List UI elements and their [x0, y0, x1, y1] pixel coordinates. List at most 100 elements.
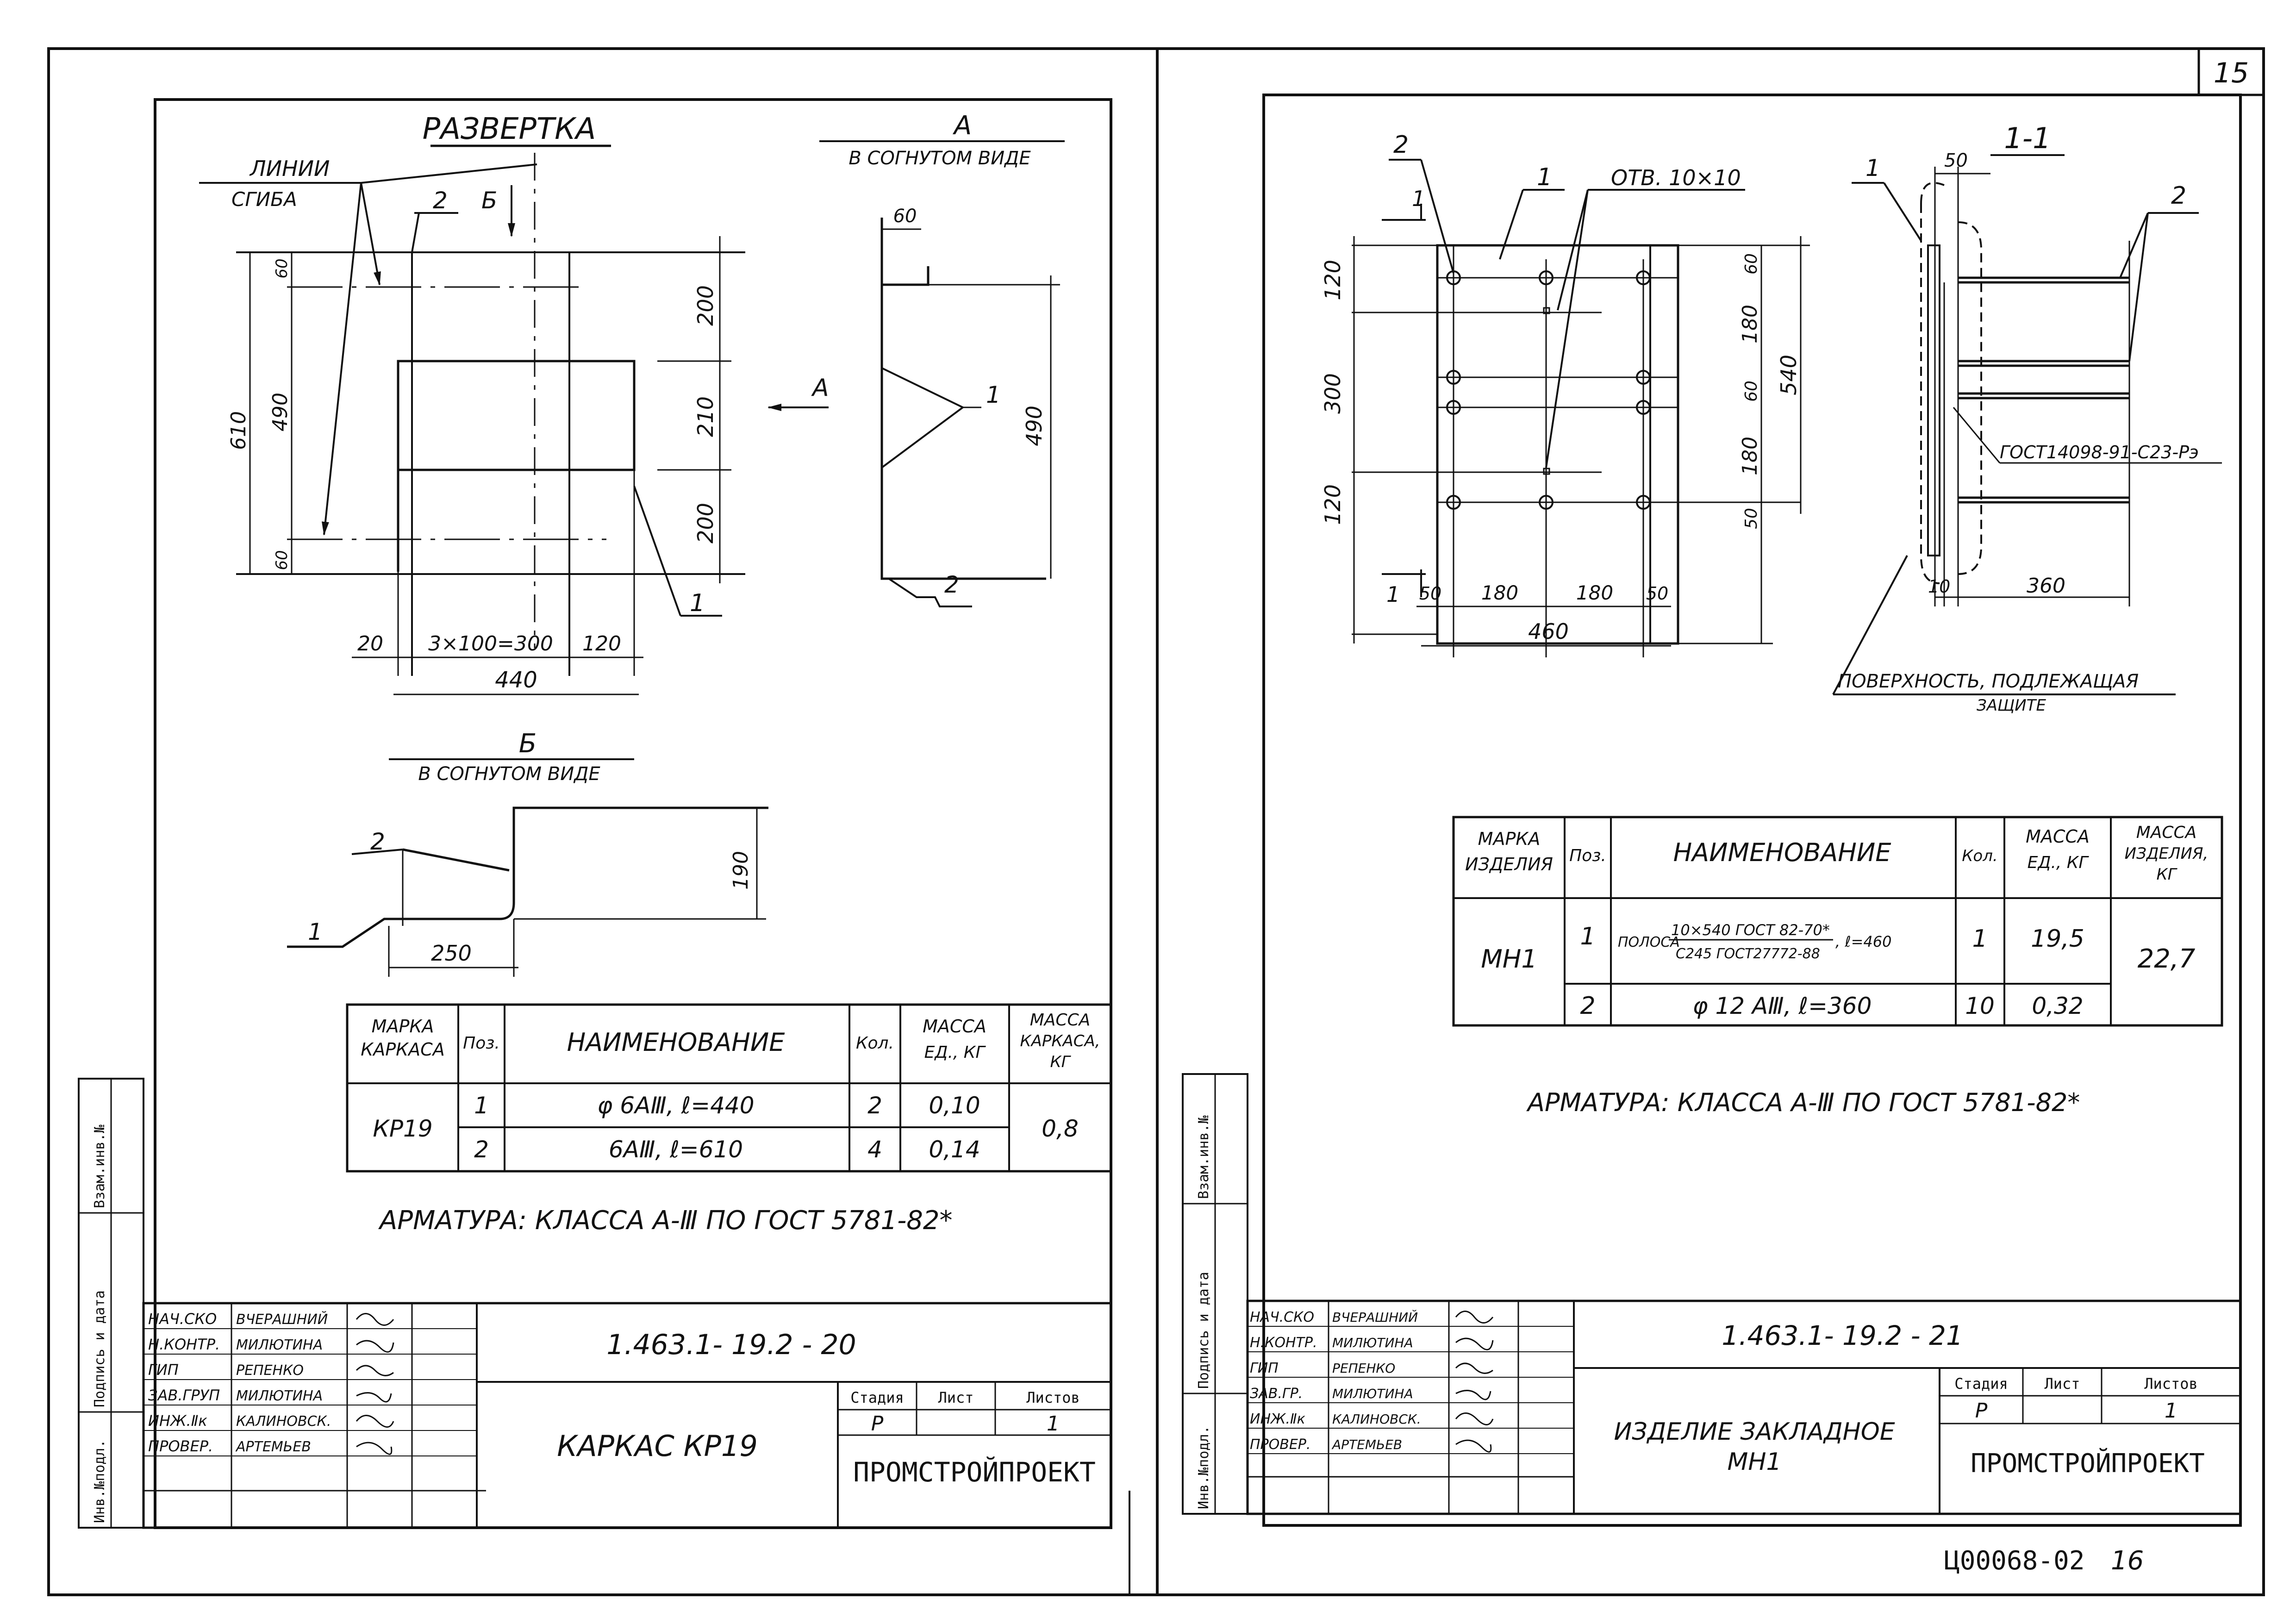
right-stamp-name-0: ВЧЕРАШНИЙ: [1332, 1309, 1418, 1325]
sec-pos1-label: 1: [1866, 155, 1880, 181]
gost-weld-label: ГОСТ14098-91-С23-Рэ: [2000, 442, 2199, 462]
right-row1-mass: 19,5: [2031, 925, 2084, 953]
bend-lines-label: ЛИНИИ: [249, 156, 330, 181]
left-spec-table: МАРКА КАРКАСА Поз. НАИМЕНОВАНИЕ Кол. МАС…: [346, 1003, 1112, 1173]
cut-marker-bottom: 1: [1386, 582, 1400, 607]
plate-holes: [1446, 270, 1651, 510]
left-title-block: НАЧ.СКО Н.КОНТР. ГИП ЗАВ.ГРУП ИНЖ.Ⅱк ПРО…: [142, 1302, 1112, 1529]
razv-pos1-label: 1: [690, 589, 705, 617]
right-stamp-role-3: ЗАВ.ГР.: [1250, 1386, 1303, 1402]
left-stamp-sheets: 1: [1047, 1412, 1060, 1436]
page-number: 15: [2214, 57, 2249, 89]
left-row2-pos: 2: [474, 1136, 489, 1163]
left-side-strip: Инв.№подл. Подпись и дата Взам.инв.№: [78, 1078, 144, 1529]
dim-490: 490: [268, 393, 292, 431]
right-th-massi3: КГ: [2156, 865, 2177, 884]
dim-60-bottom: 60: [273, 550, 291, 570]
a-dim-60: 60: [893, 206, 917, 227]
b-pos1-label: 1: [308, 918, 323, 945]
left-row1-mass: 0,10: [929, 1092, 980, 1119]
a-pos1-label: 1: [986, 381, 1001, 408]
plan-dim-120b: 120: [1320, 484, 1345, 525]
dim-20: 20: [357, 632, 383, 656]
plan-dim-460: 460: [1528, 619, 1569, 644]
dim-200-bottom: 200: [693, 503, 718, 543]
section-a-caption: В СОГНУТОМ ВИДЕ: [849, 148, 1031, 169]
footer-code: Ц00068-02: [1944, 1546, 2084, 1576]
right-th-pos: Поз.: [1569, 846, 1606, 865]
dim-610: 610: [227, 411, 250, 450]
left-side-vzam: Взам.инв.№: [92, 1124, 108, 1208]
right-mark-mn1: МН1: [1481, 944, 1537, 974]
right-stamp-name-3: МИЛЮТИНА: [1332, 1386, 1413, 1401]
left-stamp-name-3: МИЛЮТИНА: [236, 1388, 323, 1404]
left-th-massk: МАССА: [1030, 1011, 1091, 1030]
right-stamp-role-4: ИНЖ.Ⅱк: [1250, 1411, 1305, 1427]
left-stamp-role-1: Н.КОНТР.: [148, 1336, 220, 1353]
plan-pos1-label: 1: [1537, 163, 1552, 191]
holes-label: ОТВ. 10×10: [1611, 165, 1741, 190]
section-1-1-title: 1-1: [2004, 121, 2051, 155]
b-dim-190: 190: [729, 851, 753, 890]
left-stamp-role-0: НАЧ.СКО: [148, 1310, 217, 1328]
section-a-arrow-label: А: [811, 374, 829, 402]
left-stamp-name-1: МИЛЮТИНА: [236, 1337, 323, 1353]
left-stamp-title: КАРКАС КР19: [557, 1429, 758, 1463]
right-row1-name-a: ПОЛОСА: [1618, 934, 1680, 950]
left-sheet: РАЗВЕРТКА ЛИНИИ СГИБА 2 Б 1: [78, 98, 1112, 1529]
right-stamp-code: 1.463.1- 19.2 - 21: [1722, 1320, 1963, 1351]
razv-pos2-label: 2: [433, 187, 448, 214]
right-sheet: 2 1 ОТВ. 10×10 1 1: [1182, 94, 2242, 1576]
right-side-sign: Подпись и дата: [1196, 1272, 1212, 1389]
right-stamp-stage: Р: [1975, 1399, 1988, 1423]
right-th-massi2: ИЗДЕЛИЯ,: [2125, 844, 2209, 863]
dim-120: 120: [582, 632, 621, 656]
right-side-inv: Инв.№подл.: [1196, 1425, 1212, 1509]
left-stamp-org: ПРОМСТРОЙПРОЕКТ: [853, 1456, 1096, 1488]
right-stamp-name-5: АРТЕМЬЕВ: [1331, 1437, 1402, 1452]
right-row1-name-num: 10×540 ГОСТ 82-70*: [1671, 921, 1830, 939]
right-side-vzam: Взам.инв.№: [1196, 1115, 1212, 1199]
left-total-mass: 0,8: [1042, 1115, 1079, 1142]
right-th-mass2: ЕД., КГ: [2028, 853, 2090, 872]
cut-marker-top: 1: [1412, 186, 1425, 211]
right-th-mark2: ИЗДЕЛИЯ: [1465, 854, 1553, 874]
left-th-pos: Поз.: [463, 1034, 500, 1053]
dim-60-top: 60: [273, 258, 291, 278]
right-th-qty: Кол.: [1962, 847, 1997, 865]
right-row1-name-den: С245 ГОСТ27772-88: [1676, 946, 1820, 962]
section-b-letter: Б: [519, 729, 537, 759]
left-row2-qty: 4: [867, 1136, 882, 1163]
right-title-block: НАЧ.СКО Н.КОНТР. ГИП ЗАВ.ГР. ИНЖ.Ⅱк ПРОВ…: [1246, 1299, 2242, 1515]
left-side-sign: Подпись и дата: [92, 1290, 108, 1407]
right-row2-pos: 2: [1580, 992, 1595, 1020]
dim-3x100: 3×100=300: [428, 632, 553, 656]
left-stamp-sheet-h: Лист: [938, 1389, 973, 1406]
right-row1-pos: 1: [1580, 923, 1595, 950]
left-stamp-name-2: РЕПЕНКО: [236, 1362, 304, 1379]
right-stamp-sheet-h: Лист: [2044, 1375, 2080, 1393]
left-row2-name: 6АⅢ, ℓ=610: [609, 1136, 743, 1163]
plan-dim-50r: 50: [1742, 508, 1761, 529]
left-row1-qty: 2: [867, 1092, 882, 1119]
plan-dim-180c: 180: [1481, 581, 1518, 604]
right-th-name: НАИМЕНОВАНИЕ: [1673, 838, 1892, 867]
right-total-mass: 22,7: [2138, 944, 2196, 974]
dim-440: 440: [495, 667, 537, 693]
left-stamp-name-4: КАЛИНОВСК.: [236, 1413, 331, 1430]
right-row2-mass: 0,32: [2032, 993, 2083, 1019]
right-stamp-role-2: ГИП: [1250, 1360, 1279, 1376]
plan-dim-60b: 60: [1742, 381, 1761, 402]
left-th-mass2: ЕД., КГ: [924, 1043, 986, 1062]
right-stamp-name-2: РЕПЕНКО: [1332, 1361, 1395, 1376]
right-row2-qty: 10: [1965, 993, 1995, 1019]
plan-dim-180b: 180: [1738, 437, 1762, 475]
bend-label: СГИБА: [231, 188, 297, 211]
right-rebar-note: АРМАТУРА: КЛАССА А-Ⅲ ПО ГОСТ 5781-82*: [1526, 1088, 2080, 1117]
left-rebar-note: АРМАТУРА: КЛАССА А-Ⅲ ПО ГОСТ 5781-82*: [378, 1206, 953, 1236]
a-pos2-label: 2: [944, 571, 959, 598]
left-stamp-role-5: ПРОВЕР.: [148, 1437, 213, 1455]
left-stamp-code: 1.463.1- 19.2 - 20: [606, 1329, 856, 1361]
left-stamp-name-5: АРТЕМЬЕВ: [235, 1439, 311, 1455]
